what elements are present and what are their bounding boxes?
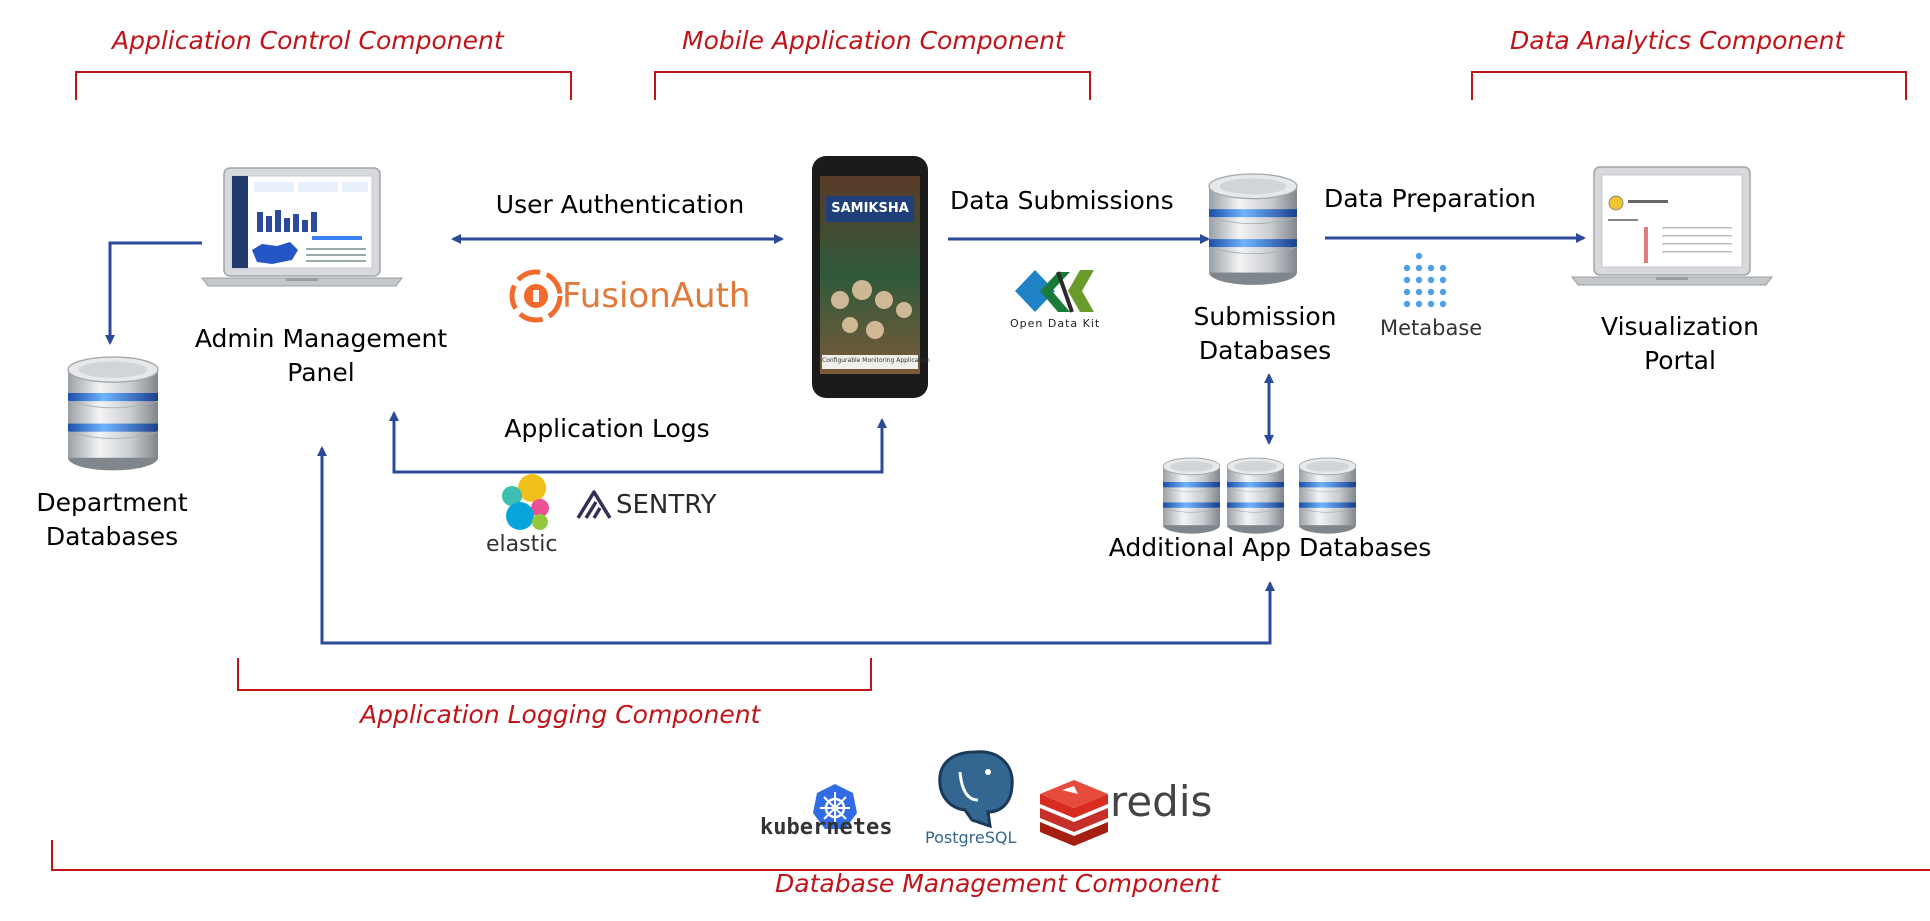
postgresql-icon: [938, 750, 1014, 829]
bracket-database-management: [51, 840, 1930, 871]
bracket-application-logging: [237, 658, 872, 691]
visualization-portal-label-line1: Visualization: [1601, 312, 1759, 341]
odk-icon: [1015, 270, 1094, 313]
odk-logo-text: Open Data Kit: [1010, 317, 1101, 330]
label-database-management-component: Database Management Component: [775, 869, 1221, 898]
admin-panel-label: Admin Management Panel: [176, 322, 466, 390]
elastic-logo-text: elastic: [486, 532, 558, 557]
label-mobile-application-component: Mobile Application Component: [682, 26, 1065, 55]
phone-footer: Configurable Monitoring Application: [822, 357, 930, 364]
label-application-control-component: Application Control Component: [112, 26, 504, 55]
submission-db-label-line1: Submission: [1193, 302, 1337, 331]
submission-db-label-line2: Databases: [1198, 336, 1332, 365]
admin-panel-laptop: [201, 167, 403, 287]
department-db-icon: [67, 356, 159, 472]
fusionauth-icon: [509, 269, 563, 323]
sentry-logo-text: SENTRY: [616, 490, 717, 520]
postgresql-logo-text: PostgreSQL: [925, 828, 1017, 847]
edge-label-data-preparation: Data Preparation: [1323, 184, 1537, 213]
edge-label-data-submissions: Data Submissions: [950, 186, 1174, 215]
redis-icon: [1040, 780, 1108, 846]
visualization-portal-label-line2: Portal: [1644, 346, 1716, 375]
admin-panel-label-line1: Admin Management: [194, 324, 448, 353]
bracket-application-control: [75, 71, 572, 100]
metabase-logo-text: Metabase: [1380, 316, 1483, 340]
fusionauth-logo-text: FusionAuth: [562, 276, 751, 316]
redis-logo-text: redis: [1110, 777, 1213, 826]
bracket-data-analytics: [1471, 71, 1907, 100]
phone-header: SAMIKSHA: [831, 201, 909, 216]
sentry-icon: [576, 490, 612, 519]
submission-db-icon: [1208, 173, 1298, 286]
additional-db-icon-2: [1226, 457, 1285, 535]
metabase-icon: [1403, 252, 1447, 308]
bracket-mobile-application: [654, 71, 1091, 100]
elastic-icon: [502, 474, 549, 530]
label-application-logging-component: Application Logging Component: [360, 700, 761, 729]
edge-label-application-logs: Application Logs: [504, 414, 710, 443]
department-db-label-line2: Databases: [45, 522, 179, 551]
department-db-label: Department Databases: [22, 486, 202, 554]
visualization-portal-label: Visualization Portal: [1580, 310, 1780, 378]
kubernetes-icon: [813, 784, 857, 829]
department-db-label-line1: Department: [36, 488, 188, 517]
additional-db-icon-3: [1298, 457, 1357, 535]
label-data-analytics-component: Data Analytics Component: [1510, 26, 1845, 55]
additional-db-icon-1: [1162, 457, 1221, 535]
admin-panel-label-line2: Panel: [287, 358, 355, 387]
kubernetes-logo-text: kubernetes: [760, 815, 893, 840]
visualization-portal-laptop: [1571, 166, 1773, 286]
arrow-additional-db-to-admin: [317, 446, 1275, 645]
submission-db-label: Submission Databases: [1175, 300, 1355, 368]
samiksha-phone: [812, 156, 928, 398]
edge-label-user-authentication: User Authentication: [495, 190, 745, 219]
arrow-to-department-db: [105, 241, 202, 345]
additional-db-label: Additional App Databases: [1108, 533, 1432, 562]
